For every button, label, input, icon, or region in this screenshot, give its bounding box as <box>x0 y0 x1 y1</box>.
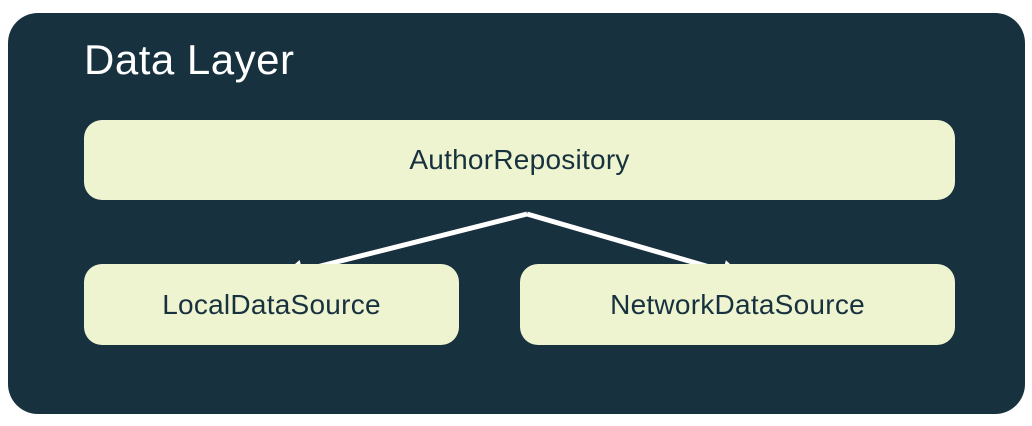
diagram-title: Data Layer <box>84 36 295 83</box>
node-local-data-source-label: LocalDataSource <box>162 288 381 320</box>
node-network-data-source: NetworkDataSource <box>520 264 955 345</box>
node-local-data-source: LocalDataSource <box>84 264 459 345</box>
node-author-repository: AuthorRepository <box>84 120 955 200</box>
node-network-data-source-label: NetworkDataSource <box>610 288 865 320</box>
node-author-repository-label: AuthorRepository <box>409 144 630 175</box>
